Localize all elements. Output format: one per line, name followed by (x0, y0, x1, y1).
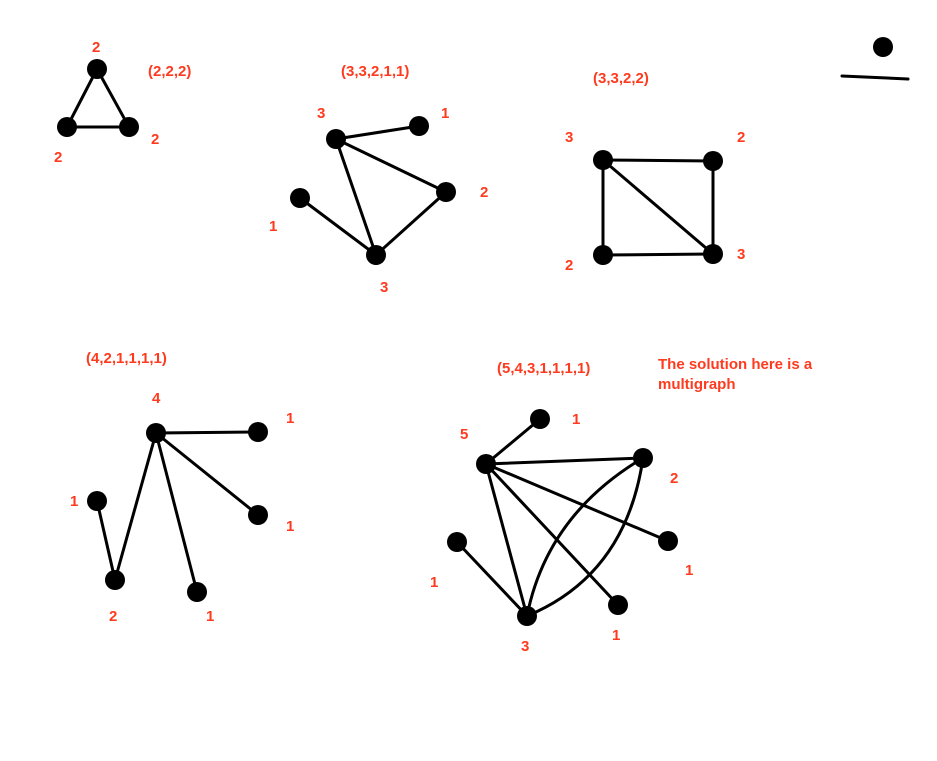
multi-edge (525, 456, 645, 618)
multi-edge (525, 456, 645, 618)
vertex (187, 582, 207, 602)
edge (484, 462, 620, 607)
vertex (593, 245, 613, 265)
degree-label: 1 (441, 105, 449, 122)
degree-label: 3 (521, 638, 529, 655)
vertex (658, 531, 678, 551)
vertex (248, 422, 268, 442)
degree-label: 2 (670, 470, 678, 487)
vertex (87, 491, 107, 511)
edge (154, 430, 260, 435)
edge (154, 431, 199, 594)
edge (455, 540, 529, 618)
edge (484, 417, 542, 466)
vertex (593, 150, 613, 170)
sequence-label: (5,4,3,1,1,1,1) (497, 360, 590, 377)
degree-label: 4 (152, 390, 161, 407)
edge (484, 462, 670, 543)
edge (601, 252, 715, 257)
degree-label: 1 (430, 574, 438, 591)
edge (298, 196, 378, 257)
degree-label: 1 (269, 218, 277, 235)
degree-label: 1 (206, 608, 214, 625)
edge (154, 431, 260, 517)
degree-label: 1 (286, 410, 294, 427)
edge (601, 158, 715, 163)
graph-5-4-3-1-1-1-1: (5,4,3,1,1,1,1) The solution here is a m… (430, 356, 813, 655)
degree-label: 2 (151, 131, 159, 148)
note-line-1: The solution here is a (658, 356, 813, 373)
vertex (476, 454, 496, 474)
degree-label: 1 (685, 562, 693, 579)
graph-2-2-2: (2,2,2) 2 2 2 (54, 39, 191, 166)
sequence-label: (3,3,2,1,1) (341, 63, 409, 80)
vertex (517, 606, 537, 626)
graph-4-2-1-1-1-1: (4,2,1,1,1,1) 4 1 1 1 2 1 (70, 350, 294, 625)
vertex (703, 244, 723, 264)
vertex (87, 59, 107, 79)
vertex (290, 188, 310, 208)
vertex (366, 245, 386, 265)
sequence-label: (2,2,2) (148, 63, 191, 80)
degree-label: 1 (286, 518, 294, 535)
degree-label: 2 (565, 257, 573, 274)
degree-label: 1 (612, 627, 620, 644)
edge (113, 431, 158, 582)
vertex (248, 505, 268, 525)
degree-label: 2 (737, 129, 745, 146)
vertex (326, 129, 346, 149)
degree-label: 1 (572, 411, 580, 428)
vertex (436, 182, 456, 202)
vertex (447, 532, 467, 552)
edge (334, 137, 378, 257)
vertex (105, 570, 125, 590)
vertex (409, 116, 429, 136)
vertex (119, 117, 139, 137)
degree-label: 2 (54, 149, 62, 166)
isolated-vertex-fragment (840, 37, 910, 81)
degree-label: 5 (460, 426, 468, 443)
vertex (633, 448, 653, 468)
degree-label: 3 (737, 246, 745, 263)
line-stroke (840, 74, 910, 81)
degree-label: 2 (480, 184, 488, 201)
edge (334, 137, 448, 194)
degree-label: 2 (109, 608, 117, 625)
edge (484, 456, 645, 466)
edge (95, 499, 117, 582)
edge (95, 67, 131, 129)
degree-label: 2 (92, 39, 100, 56)
vertex (146, 423, 166, 443)
sequence-label: (3,3,2,2) (593, 70, 649, 87)
degree-label: 1 (70, 493, 78, 510)
degree-label: 3 (317, 105, 325, 122)
vertex (608, 595, 628, 615)
edge (484, 462, 529, 618)
degree-label: 3 (380, 279, 388, 296)
vertex (530, 409, 550, 429)
edge (601, 158, 715, 256)
edge (334, 124, 421, 141)
graph-3-3-2-1-1: (3,3,2,1,1) 3 1 2 1 3 (269, 63, 488, 296)
graph-3-3-2-2: (3,3,2,2) 3 2 2 3 (565, 70, 745, 274)
degree-label: 3 (565, 129, 573, 146)
edge (65, 67, 99, 129)
edge (374, 190, 448, 257)
vertex (57, 117, 77, 137)
sequence-label: (4,2,1,1,1,1) (86, 350, 167, 367)
note-line-2: multigraph (658, 376, 736, 393)
vertex (873, 37, 893, 57)
vertex (703, 151, 723, 171)
